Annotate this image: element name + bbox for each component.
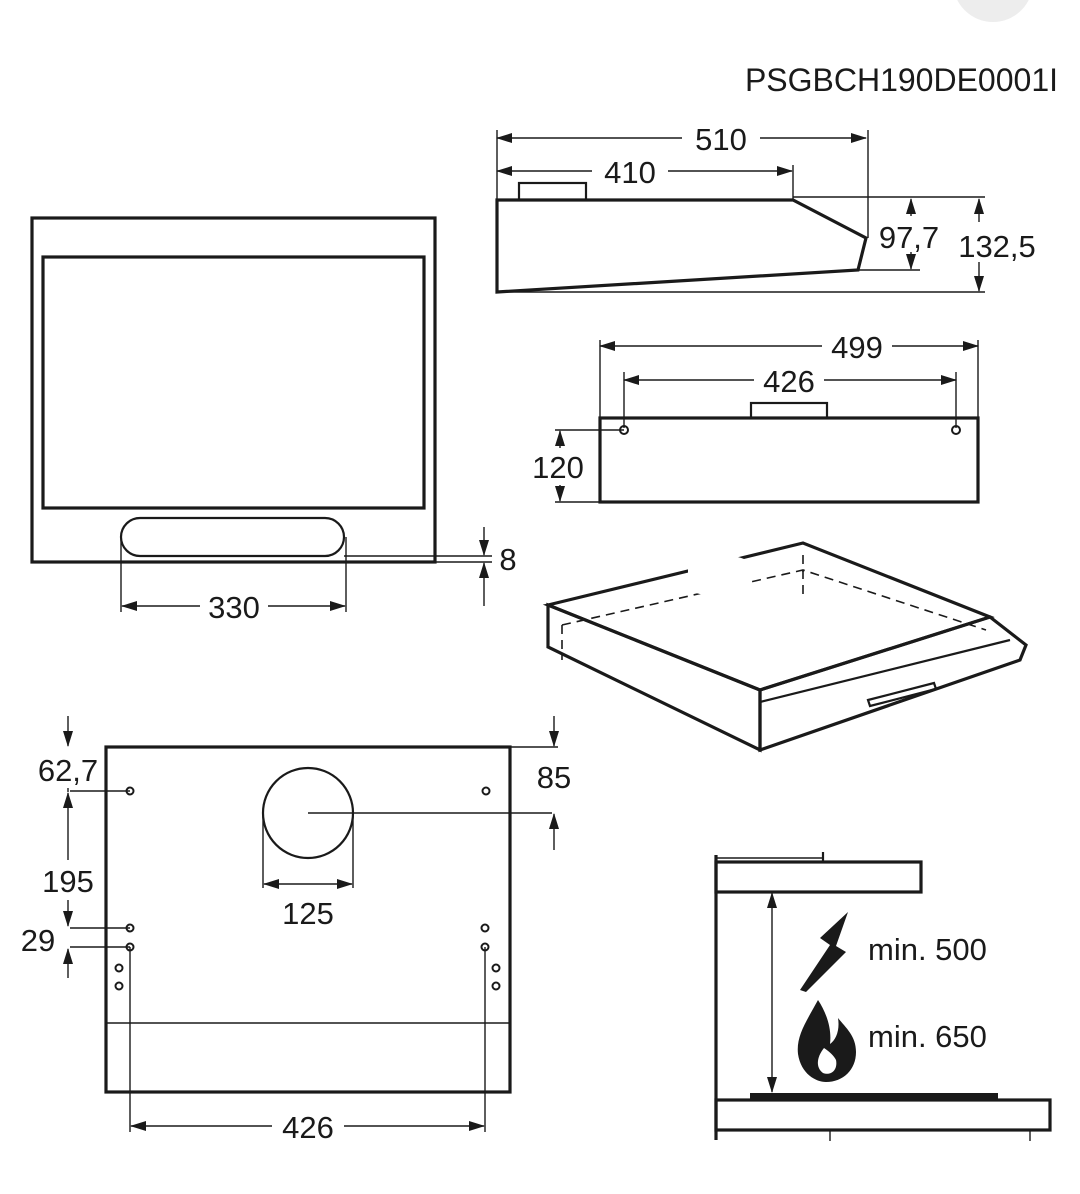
isometric-view [542,541,1028,753]
clearance-electric: min. 500 [868,932,987,967]
back-width-499: 499 [831,330,883,365]
front-offset-8: 8 [499,542,516,577]
bottom-offset-85: 85 [537,760,571,795]
bottom-spacing-195: 195 [42,864,94,899]
lightning-icon [800,912,848,992]
bottom-pitch-29: 29 [21,923,55,958]
back-height-120: 120 [532,450,584,485]
front-view: 330 8 [30,216,517,625]
corner-circle [957,0,1029,22]
side-view: 510 410 97,7 132,5 [495,122,1036,294]
bottom-spacing-426: 426 [282,1110,334,1145]
side-depth-410: 410 [604,155,656,190]
front-width-330: 330 [208,590,260,625]
bottom-view: 62,7 195 29 85 125 426 [21,716,571,1145]
product-code: PSGBCH190DE0001I [745,62,1058,98]
side-depth-510: 510 [695,122,747,157]
side-height-132-5: 132,5 [958,229,1036,264]
side-height-97-7: 97,7 [879,220,939,255]
back-view: 499 426 120 [532,330,980,504]
clearance-gas: min. 650 [868,1019,987,1054]
clearance-view: min. 500 min. 650 [714,852,1052,1141]
flame-icon [797,1000,856,1082]
back-spacing-426: 426 [763,364,815,399]
bottom-offset-62-7: 62,7 [38,753,98,788]
bottom-diameter-125: 125 [282,896,334,931]
